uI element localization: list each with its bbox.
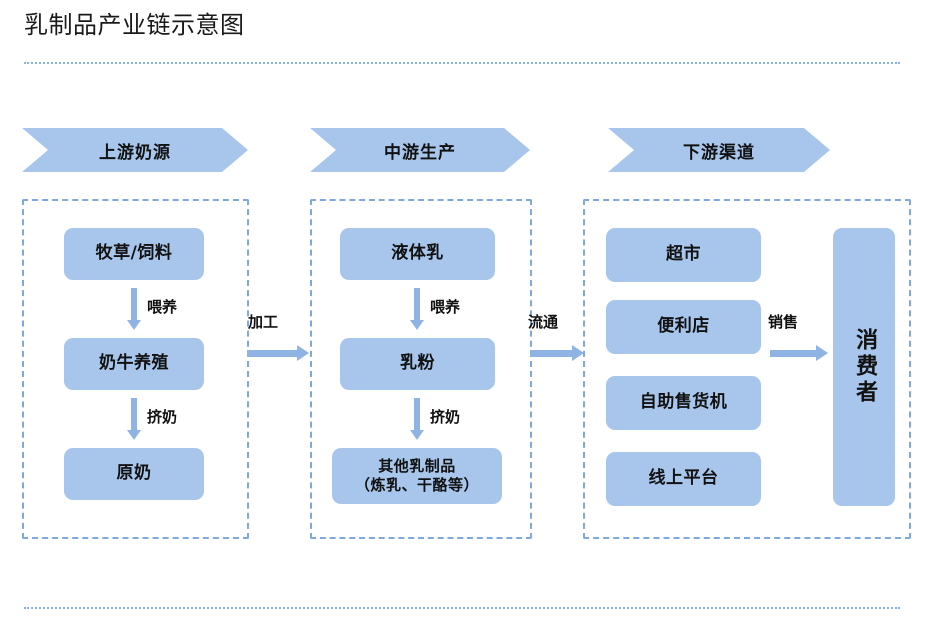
stage-banner-label: 下游渠道 [683, 142, 755, 163]
arrow-shaft [247, 350, 297, 357]
stage-banner-label: 中游生产 [384, 142, 456, 163]
arrow-milking-midstream [410, 398, 424, 440]
stage-container-downstream [583, 199, 911, 539]
arrow-label-milking-midstream: 挤奶 [430, 408, 461, 426]
divider-bottom [24, 607, 900, 609]
stage-banner-upstream: 上游奶源 [22, 128, 248, 172]
stage-banner-label: 上游奶源 [99, 142, 171, 163]
arrow-sales [770, 345, 828, 361]
arrow-label-sales: 销售 [768, 313, 799, 331]
node-milk-powder[interactable]: 乳粉 [340, 338, 495, 390]
arrow-shaft [414, 398, 420, 430]
arrow-feeding-upstream [127, 288, 141, 330]
node-other-dairy-products[interactable]: 其他乳制品 （炼乳、干酪等） [332, 448, 502, 504]
page-title: 乳制品产业链示意图 [24, 11, 245, 39]
arrow-shaft [530, 350, 572, 357]
arrow-label-milking-upstream: 挤奶 [147, 408, 178, 426]
arrow-head [816, 345, 828, 361]
node-forage-feed[interactable]: 牧草/饲料 [64, 228, 204, 280]
arrow-milking-upstream [127, 398, 141, 440]
stage-banner-midstream: 中游生产 [310, 128, 530, 172]
arrow-head [297, 345, 309, 361]
node-raw-milk[interactable]: 原奶 [64, 448, 204, 500]
node-convenience-store[interactable]: 便利店 [606, 300, 761, 354]
arrow-head [127, 320, 141, 330]
arrow-label-feeding-upstream: 喂养 [147, 298, 178, 316]
node-liquid-milk[interactable]: 液体乳 [340, 228, 495, 280]
node-vending-machine[interactable]: 自助售货机 [606, 376, 761, 430]
arrow-head [410, 320, 424, 330]
arrow-head [127, 430, 141, 440]
arrow-label-distribution: 流通 [528, 313, 559, 331]
node-dairy-farming[interactable]: 奶牛养殖 [64, 338, 204, 390]
arrow-label-processing: 加工 [248, 313, 279, 331]
stage-banner-downstream: 下游渠道 [608, 128, 830, 172]
arrow-feeding-midstream [410, 288, 424, 330]
arrow-shaft [770, 350, 816, 357]
arrow-shaft [414, 288, 420, 320]
arrow-label-feeding-midstream: 喂养 [430, 298, 461, 316]
node-supermarket[interactable]: 超市 [606, 228, 761, 282]
arrow-shaft [131, 288, 137, 320]
stage-container-midstream [310, 199, 532, 539]
node-consumer[interactable]: 消费者 [833, 228, 895, 506]
arrow-shaft [131, 398, 137, 430]
divider-top [24, 62, 900, 64]
arrow-distribution [530, 345, 584, 361]
node-online-platform[interactable]: 线上平台 [606, 452, 761, 506]
stage-container-upstream [22, 199, 249, 539]
arrow-processing [247, 345, 309, 361]
arrow-head [410, 430, 424, 440]
arrow-head [572, 345, 584, 361]
